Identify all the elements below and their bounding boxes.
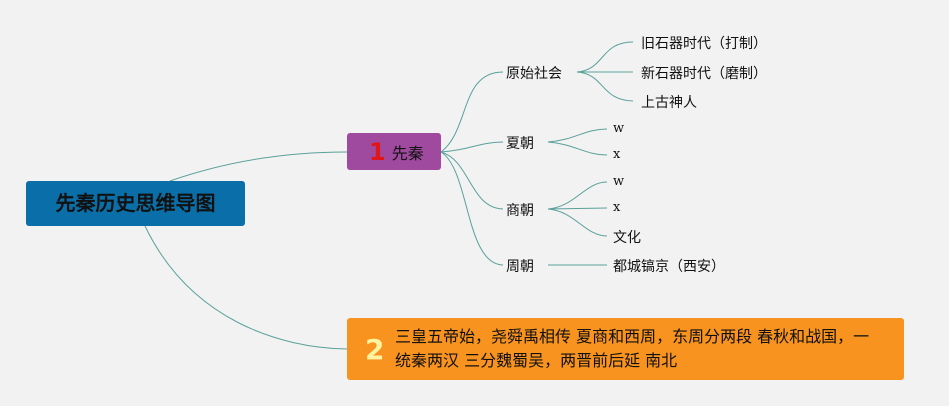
leaf-shang-culture[interactable]: 文化 [613,227,641,247]
topic-xia-dynasty[interactable]: 夏朝 [506,133,534,153]
branch1-number: 1 [369,137,386,166]
link-g1-l3 [576,71,634,102]
branch2-node[interactable]: 2 三皇五帝始，尧舜禹相传 夏商和西周，东周分两段 春秋和战国，一统秦两汉 三分… [347,318,904,380]
topic-shang-dynasty[interactable]: 商朝 [506,200,534,220]
link-b1-group4 [440,151,504,266]
link-g3-l3 [547,208,608,237]
root-node-label: 先秦历史思维导图 [55,191,216,215]
topic-label: 周朝 [506,259,534,275]
leaf-xia-x[interactable]: x [613,147,620,162]
topic-label: 商朝 [506,203,534,219]
leaf-ancient-deities[interactable]: 上古神人 [641,92,697,112]
link-g3-l2 [547,207,608,210]
branch2-text: 三皇五帝始，尧舜禹相传 夏商和西周，东周分两段 春秋和战国，一统秦两汉 三分魏蜀… [395,327,870,370]
leaf-neolithic[interactable]: 新石器时代（磨制） [641,63,767,83]
leaf-label: 都城镐京（西安） [613,259,725,275]
leaf-shang-x[interactable]: x [613,200,620,215]
leaf-label: w [613,121,625,136]
topic-zhou-dynasty[interactable]: 周朝 [506,256,534,276]
leaf-label: 上古神人 [641,95,697,111]
leaf-paleolithic[interactable]: 旧石器时代（打制） [641,33,767,53]
topic-primitive-society[interactable]: 原始社会 [506,63,562,83]
leaf-zhou-capital[interactable]: 都城镐京（西安） [613,256,725,276]
leaf-label: x [613,200,621,215]
link-g2-l1 [547,128,608,143]
branch1-node[interactable]: 1 先秦 [347,133,441,170]
topic-label: 夏朝 [506,136,534,152]
branch2-number: 2 [365,332,385,366]
leaf-label: 新石器时代（磨制） [641,66,767,82]
link-b1-group3 [440,151,504,210]
leaf-label: 文化 [613,230,641,246]
leaf-label: w [613,174,625,189]
link-g1-l1 [576,41,634,73]
link-g3-l1 [547,181,608,210]
leaf-xia-w[interactable]: w [613,121,624,136]
link-root-branch2 [144,225,348,350]
leaf-label: x [613,147,621,162]
link-g2-l2 [547,141,608,156]
leaf-shang-w[interactable]: w [613,174,624,189]
topic-label: 原始社会 [506,66,562,82]
branch1-label: 先秦 [391,143,424,163]
link-b1-group2 [440,141,504,153]
leaf-label: 旧石器时代（打制） [641,36,767,52]
link-b1-group1 [440,71,504,153]
root-node[interactable]: 先秦历史思维导图 [26,181,245,226]
link-root-branch1 [169,151,348,182]
